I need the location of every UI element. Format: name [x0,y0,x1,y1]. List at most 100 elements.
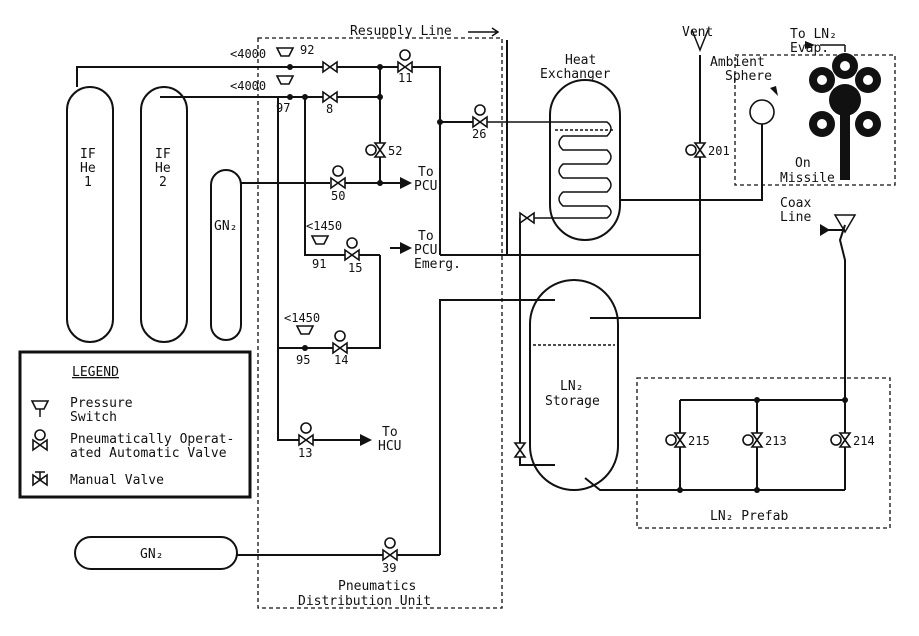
coax-line-line2: Line [780,210,811,225]
tank-gn2-horizontal [74,536,238,570]
pressure-91: <1450 [306,219,342,233]
pneumatics-distribution-unit-box [257,37,503,609]
ambient-sphere-line1: Ambient [710,55,765,70]
pipe-storage-bottom [584,477,845,491]
heat-exchanger-line2: Exchanger [540,67,611,82]
legend-item-3-line1: Manual Valve [70,473,164,488]
heat-exchanger-vessel [549,79,621,241]
num-50: 50 [331,189,345,203]
ln2-prefab-box [636,377,891,529]
num-215: 215 [688,434,710,448]
missile-tanks [809,53,881,180]
valve-92 [322,61,338,73]
num-95: 95 [296,353,310,367]
pressure-97: <4000 [230,79,266,93]
heat-exchanger-line1: Heat [565,53,596,68]
valve-11 [397,49,413,73]
pipe-vent-y [691,29,709,53]
valve-13 [298,422,314,446]
pressure-switch-92 [275,47,295,57]
on-missile-line1: On [795,156,811,171]
valve-39 [382,537,398,561]
flow-arrows [360,41,830,446]
pipe-storage-vent [590,255,701,319]
pipe-he1-header [76,66,290,87]
num-39: 39 [382,561,396,575]
valve-52 [365,142,386,158]
valve-26 [472,104,488,128]
num-8: 8 [326,102,333,116]
to-hcu-line2: HCU [378,439,401,454]
legend-item-1-line2: Switch [70,410,117,425]
valve-15 [344,237,360,261]
manual-valve-storage [514,442,526,458]
resupply-arrow [468,27,500,37]
valve-50 [330,165,346,189]
valve-201 [685,142,706,158]
to-ln2-evap-line1: To LN₂ [790,27,837,42]
pneumatics-unit-line1: Pneumatics [338,579,416,594]
pipe-ambient-sphere [620,120,763,201]
ln2-storage-l2: Storage [545,394,600,409]
gn2-vertical-label: GN₂ [214,219,237,234]
to-pcu-emerg-line3: Emerg. [414,257,461,272]
tank-if-he-2 [140,86,188,343]
pressure-switch-95 [295,325,315,335]
pressure-switch-97 [275,75,295,85]
to-pcu-line2: PCU [414,179,437,194]
to-pcu-emerg-line2: PCU [414,243,437,258]
num-26: 26 [472,127,486,141]
to-pcu-line1: To [418,165,434,180]
to-ln2-evap-line2: Evap. [790,41,829,56]
num-11: 11 [398,71,412,85]
num-92: 92 [300,43,314,57]
heat-exchanger-coil [480,121,612,219]
legend-item-2-line1: Pneumatically Operat- [70,432,234,447]
num-14: 14 [334,353,348,367]
if-he-2-l2: He [155,161,171,176]
num-91: 91 [312,257,326,271]
gn2-horizontal-label: GN₂ [140,547,163,562]
num-15: 15 [348,261,362,275]
tank-if-he-1 [66,86,114,343]
pressure-92: <4000 [230,47,266,61]
num-201: 201 [708,144,730,158]
pressure-95: <1450 [284,311,320,325]
num-97: 97 [276,101,290,115]
pneumatic-valve-icon [32,429,48,451]
num-13: 13 [298,446,312,460]
valve-14 [332,330,348,354]
resupply-line-label: Resupply Line [350,24,452,39]
on-missile-line2: Missile [780,171,835,186]
valve-215 [665,432,686,448]
if-he-2-l3: 2 [159,175,167,190]
manual-valve-hx [519,212,535,224]
junction-dots [287,64,848,493]
pressure-switch-91 [310,235,330,245]
pressure-switch-icon [30,400,50,417]
num-52: 52 [388,144,402,158]
valve-213 [742,432,763,448]
ln2-storage-tank [529,279,619,491]
pipe-resupply-low [519,230,555,466]
legend-title: LEGEND [72,365,119,380]
ln2-prefab-label: LN₂ Prefab [710,509,788,524]
if-he-2-l1: IF [155,147,171,162]
if-he-1-l3: 1 [84,175,92,190]
on-missile-box [734,54,896,186]
if-he-1-l2: He [80,161,96,176]
pneumatics-unit-line2: Distribution Unit [298,594,431,609]
num-214: 214 [853,434,875,448]
valve-8 [322,91,338,103]
ln2-storage-l1: LN₂ [560,379,583,394]
coax-line-line1: Coax [780,196,811,211]
pipe-to-evap [820,44,846,52]
manual-valve-icon [32,471,48,486]
vent-label: Vent [682,25,713,40]
ambient-sphere [749,99,775,125]
tank-gn2-vertical [210,169,242,341]
legend-item-1-line1: Pressure [70,396,133,411]
pipe-storage-top [439,299,555,555]
ambient-sphere-line2: Sphere [725,69,772,84]
